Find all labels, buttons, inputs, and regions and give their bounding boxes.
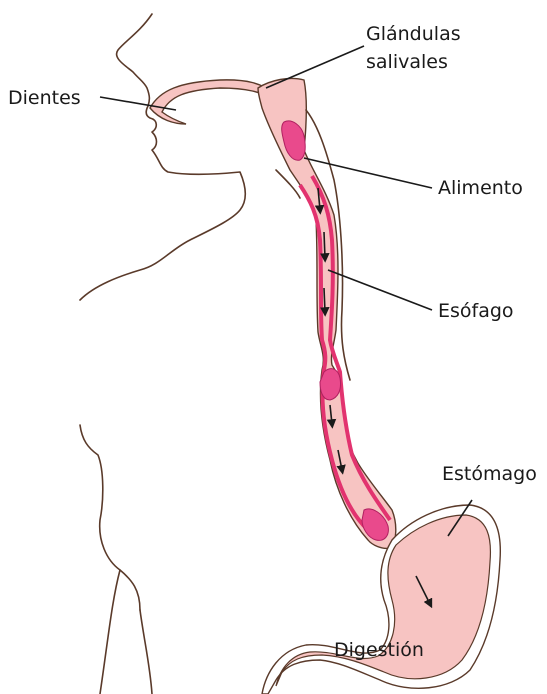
- digestive-tract: [150, 78, 500, 694]
- label-stomach: Estómago: [442, 463, 537, 485]
- arrow-3: [324, 288, 325, 312]
- food-bolus-middle: [320, 369, 341, 400]
- arrow-2: [324, 232, 325, 258]
- label-food: Alimento: [438, 177, 523, 199]
- chest-curve: [140, 610, 152, 694]
- leader-esophagus: [328, 270, 432, 310]
- waist-outline: [100, 570, 120, 694]
- label-salivary-line1: Glándulas: [366, 23, 461, 45]
- label-salivary-line2: salivales: [366, 51, 448, 73]
- face-profile: [80, 14, 245, 300]
- palate: [150, 80, 275, 124]
- label-teeth: Dientes: [8, 87, 81, 109]
- leader-food: [304, 158, 432, 188]
- leader-salivary: [266, 46, 364, 88]
- label-digestion: Digestión: [334, 639, 424, 661]
- torso-outline: [80, 425, 140, 610]
- label-esophagus: Esófago: [438, 300, 514, 322]
- esophagus-body: [258, 78, 396, 548]
